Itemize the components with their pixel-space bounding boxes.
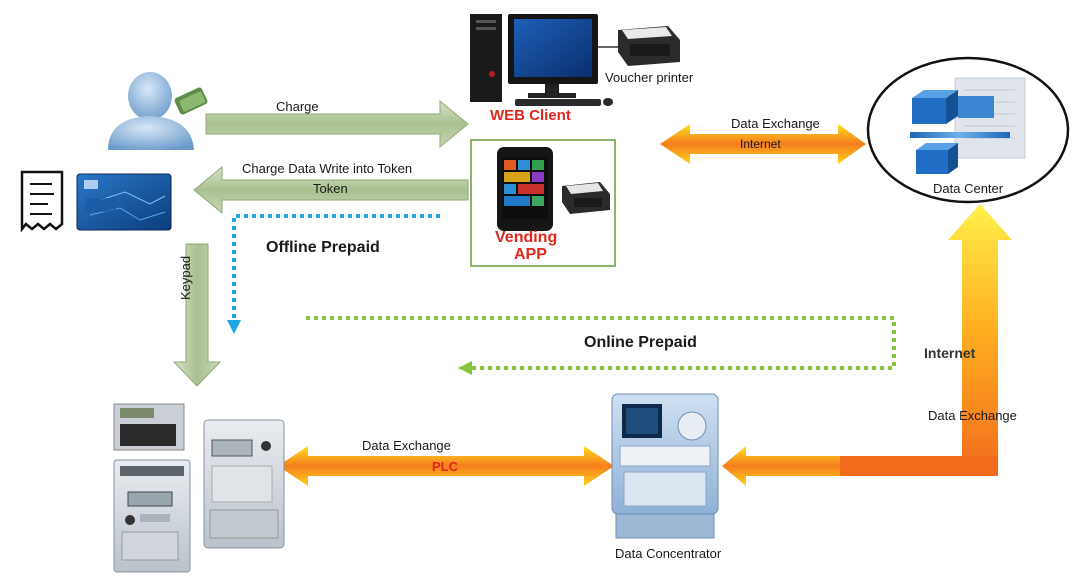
data-concentrator-label: Data Concentrator [615, 546, 722, 561]
internet-top-label: Internet [740, 137, 781, 151]
web-client-label: WEB Client [490, 107, 571, 124]
online-prepaid-dotted-arrow [306, 316, 896, 375]
data-concentrator-icon [611, 393, 719, 539]
voucher-printer-icon [598, 26, 680, 66]
plc-label: PLC [432, 459, 458, 474]
customer-person-icon [108, 72, 208, 150]
mobile-printer-icon [562, 182, 610, 214]
keypad-arrow [172, 243, 222, 387]
data-exchange-top-label: Data Exchange [731, 116, 820, 131]
data-center-circle [866, 56, 1070, 204]
data-exchange-right-label: Data Exchange [928, 408, 1017, 423]
vending-label-line1: Vending [495, 229, 558, 246]
token-card-icon [76, 173, 172, 231]
receipt-icon [20, 170, 64, 233]
internet-exchange-arrow [660, 124, 866, 164]
charge-arrow [205, 99, 469, 149]
smart-meter-left-icon [113, 459, 191, 573]
uplink-elbow-arrow [722, 204, 1012, 486]
offline-prepaid-label: Offline Prepaid [266, 239, 380, 256]
charge-data-write-label: Charge Data Write into Token [242, 161, 413, 176]
meter-module-icon [113, 403, 185, 451]
internet-right-label: Internet [924, 345, 976, 361]
data-exchange-plc-label: Data Exchange [362, 438, 451, 453]
offline-prepaid-dotted-arrow [227, 214, 440, 334]
keypad-label: Keypad [178, 255, 193, 300]
charge-label: Charge [276, 99, 319, 114]
data-center-label: Data Center [933, 181, 1004, 196]
monitor-icon [508, 14, 613, 106]
voucher-printer-label: Voucher printer [605, 70, 694, 85]
smart-meter-right-icon [203, 419, 285, 549]
plc-exchange-arrow [278, 446, 614, 486]
online-prepaid-label: Online Prepaid [584, 334, 697, 351]
pc-tower-icon [470, 14, 502, 102]
token-arrow [193, 165, 469, 215]
token-label: Token [313, 181, 348, 196]
vending-label-line2: APP [514, 246, 547, 263]
smartphone-icon [497, 147, 553, 231]
